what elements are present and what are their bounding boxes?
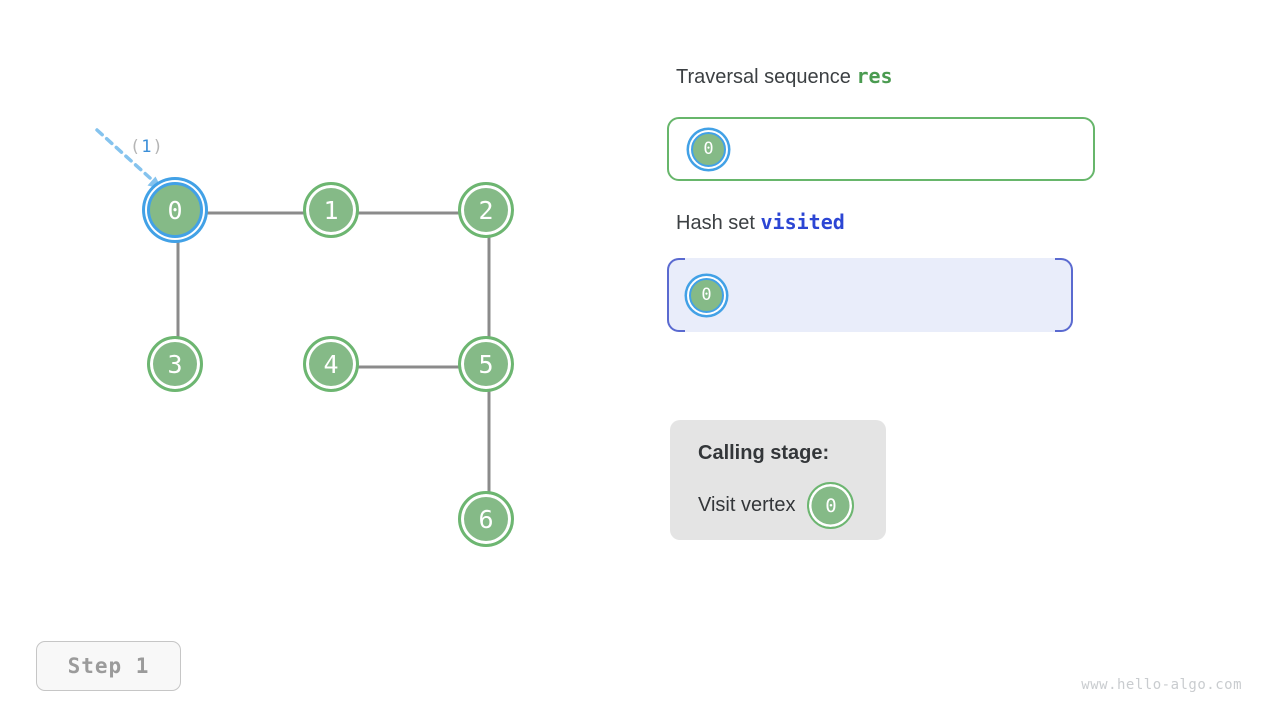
calling-stage-action: Visit vertex 0 xyxy=(698,482,886,529)
visited-title-code: visited xyxy=(760,210,845,234)
graph-node-5: 5 xyxy=(458,336,514,392)
res-title-text: Traversal sequence xyxy=(676,66,857,88)
graph-node-3: 3 xyxy=(147,336,203,392)
graph-node-1: 1 xyxy=(303,182,359,238)
step-annotation-open: ( xyxy=(130,137,142,157)
step-arrow-icon xyxy=(95,128,152,180)
calling-action-label: Visit vertex xyxy=(698,494,796,516)
visited-title-text: Hash set xyxy=(676,212,761,234)
graph-node-4: 4 xyxy=(303,336,359,392)
graph-node-2: 2 xyxy=(458,182,514,238)
res-list-box: 0 xyxy=(667,117,1095,181)
step-annotation-number: 1 xyxy=(141,137,153,157)
res-title-code: res xyxy=(856,64,893,88)
calling-stage-title: Calling stage: xyxy=(698,442,830,464)
visited-item-node-0: 0 xyxy=(689,277,724,313)
graph-node-0: 0 xyxy=(147,182,203,238)
visited-panel-title: Hash set visited xyxy=(676,210,845,235)
watermark: www.hello-algo.com xyxy=(1081,677,1242,693)
calling-stage-box: Calling stage: Visit vertex 0 xyxy=(670,420,886,540)
step-annotation: (1) xyxy=(130,137,164,157)
res-panel-title: Traversal sequence res xyxy=(676,64,893,89)
graph-node-6: 6 xyxy=(458,491,514,547)
visited-set-box: 0 xyxy=(667,258,1073,332)
calling-vertex-node: 0 xyxy=(807,482,855,529)
res-item-node-0: 0 xyxy=(691,131,726,167)
step-annotation-close: ) xyxy=(152,137,164,157)
step-indicator: Step 1 xyxy=(36,641,181,691)
